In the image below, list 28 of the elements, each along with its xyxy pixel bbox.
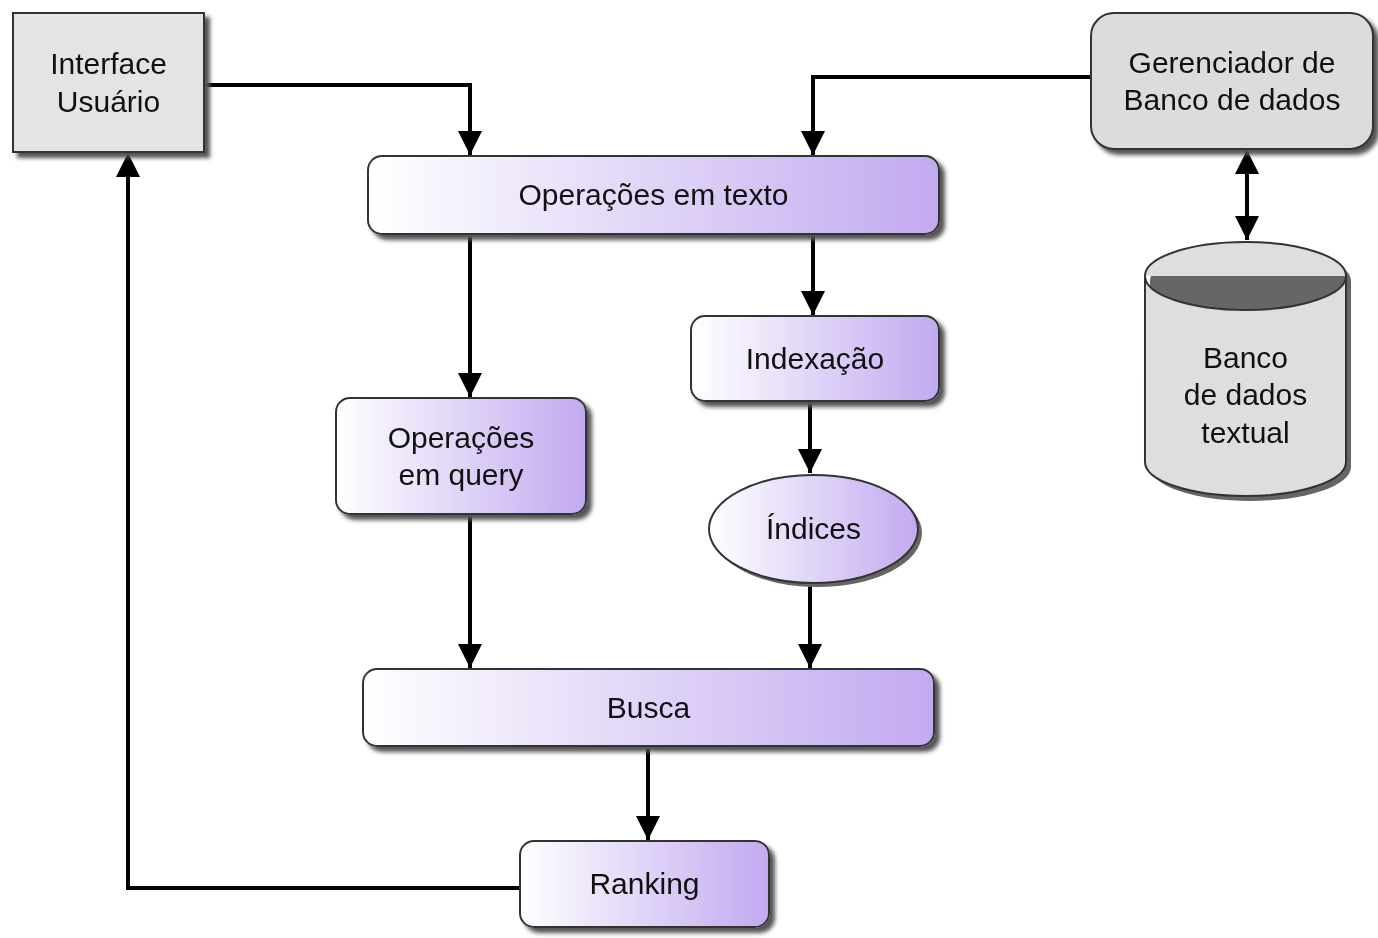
node-label: Busca (605, 689, 692, 726)
process-box (12, 12, 205, 153)
node-label: Ranking (588, 866, 701, 903)
process-box (367, 155, 940, 235)
arrow (798, 585, 822, 668)
process-box (335, 397, 587, 515)
node-label: Interface Usuário (49, 46, 168, 120)
arrow (1235, 150, 1259, 240)
node-label: Operações em texto (517, 177, 790, 214)
node-label: Indexação (744, 340, 886, 377)
node-label: Operações em query (386, 419, 536, 493)
arrow (636, 747, 660, 840)
process-box (1090, 12, 1374, 150)
arrow (798, 402, 822, 473)
arrow (801, 75, 1090, 155)
arrow (205, 83, 482, 155)
process-box (362, 668, 935, 747)
ellipse-node (707, 473, 920, 585)
node-label: Banco de dados textual (1182, 339, 1309, 451)
process-box (690, 315, 940, 402)
arrow (801, 235, 825, 315)
process-box (519, 840, 770, 928)
node-label: Gerenciador de Banco de dados (1122, 44, 1342, 118)
arrow (116, 153, 519, 890)
node-label: Índices (764, 511, 863, 548)
arrow (458, 515, 482, 668)
database-cylinder (1143, 240, 1348, 500)
arrow (458, 235, 482, 397)
